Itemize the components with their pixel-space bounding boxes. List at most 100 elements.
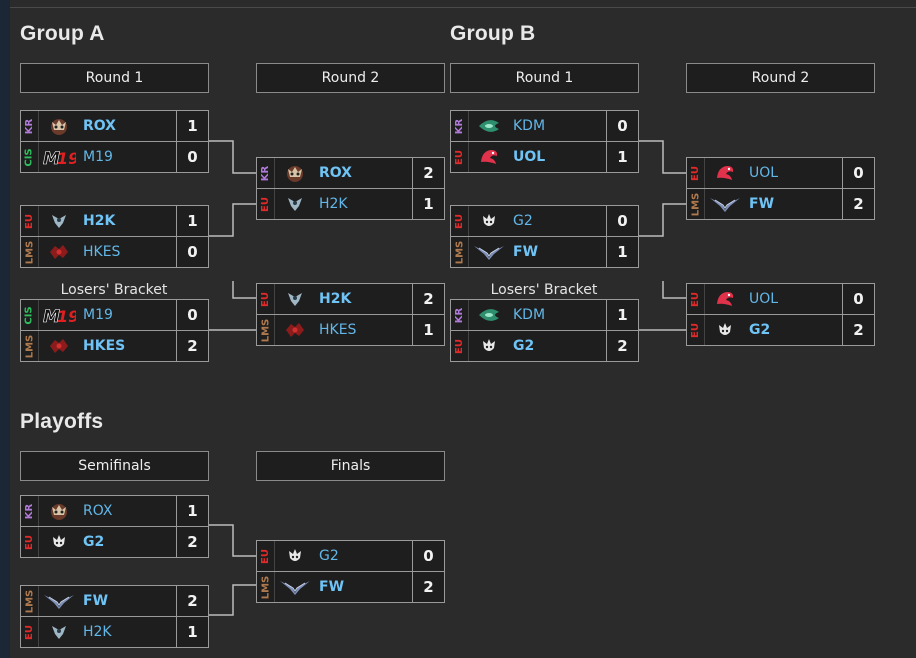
semifinals-header: Semifinals <box>20 451 209 481</box>
team-name-link[interactable]: HKES <box>83 244 121 260</box>
region-tag: EU <box>21 206 39 236</box>
region-tag: LMS <box>257 315 275 345</box>
region-tag: EU <box>687 315 705 345</box>
team-name-link[interactable]: ROX <box>319 165 352 181</box>
group-b-losers-label: Losers' Bracket <box>490 282 598 298</box>
group-b-title: Group B <box>450 22 536 45</box>
g2-logo-icon <box>39 527 79 557</box>
region-tag: LMS <box>451 237 469 267</box>
team-name-link[interactable]: G2 <box>83 534 105 550</box>
region-tag: LMS <box>21 586 39 616</box>
team-row: EU G2 2 <box>450 330 639 362</box>
region-tag: CIS <box>21 142 39 172</box>
team-name-link[interactable]: G2 <box>319 548 339 564</box>
team-score: 0 <box>842 284 874 314</box>
region-tag: EU <box>451 331 469 361</box>
team-name-link[interactable]: M19 <box>83 149 113 165</box>
team-name-link[interactable]: ROX <box>83 503 113 519</box>
team-score: 1 <box>176 617 208 647</box>
team-name-link[interactable]: FW <box>513 244 539 260</box>
team-row: EU G2 0 <box>450 205 639 237</box>
svg-text:M: M <box>43 307 60 325</box>
region-tag: EU <box>451 142 469 172</box>
fw-logo-icon <box>39 586 79 616</box>
region-tag: EU <box>21 527 39 557</box>
team-name-link[interactable]: H2K <box>319 291 352 307</box>
hkes-logo-icon <box>39 331 79 361</box>
team-name-link[interactable]: FW <box>83 593 109 609</box>
finals-header: Finals <box>256 451 445 481</box>
g2-logo-icon <box>705 315 745 345</box>
team-name-link[interactable]: HKES <box>83 338 126 354</box>
fw-logo-icon <box>705 189 745 219</box>
group-b-round2-header: Round 2 <box>686 63 875 93</box>
team-name-link[interactable]: FW <box>749 196 775 212</box>
team-name-link[interactable]: HKES <box>319 322 357 338</box>
uol-logo-icon <box>705 284 745 314</box>
team-score: 0 <box>412 541 444 571</box>
team-name-link[interactable]: M19 <box>83 307 113 323</box>
region-tag: CIS <box>21 300 39 330</box>
group-a-losers-match: CISM19M190LMSHKES2 <box>20 299 209 362</box>
team-name-link[interactable]: G2 <box>513 338 535 354</box>
team-score: 1 <box>176 111 208 141</box>
region-tag: EU <box>451 206 469 236</box>
team-score: 0 <box>176 237 208 267</box>
team-score: 1 <box>606 300 638 330</box>
team-score: 2 <box>606 331 638 361</box>
team-score: 2 <box>842 189 874 219</box>
region-tag: LMS <box>21 331 39 361</box>
team-name-link[interactable]: KDM <box>513 118 546 134</box>
uol-logo-icon <box>705 158 745 188</box>
team-score: 1 <box>176 496 208 526</box>
left-edge-strip <box>0 0 10 658</box>
team-name-link[interactable]: G2 <box>749 322 771 338</box>
team-name-link[interactable]: KDM <box>513 307 546 323</box>
svg-text:19: 19 <box>57 307 76 325</box>
team-name-link[interactable]: H2K <box>83 213 116 229</box>
team-score: 2 <box>412 284 444 314</box>
hkes-logo-icon <box>275 315 315 345</box>
team-name-link[interactable]: ROX <box>83 118 116 134</box>
team-row: CISM19M190 <box>20 299 209 331</box>
team-name-link[interactable]: UOL <box>749 291 779 307</box>
region-tag: EU <box>257 189 275 219</box>
team-name-link[interactable]: FW <box>319 579 345 595</box>
group-a-round2-header: Round 2 <box>256 63 445 93</box>
team-name-link[interactable]: G2 <box>513 213 533 229</box>
region-tag: LMS <box>687 189 705 219</box>
playoffs-title: Playoffs <box>20 410 104 433</box>
hkes-logo-icon <box>39 237 79 267</box>
team-name-link[interactable]: H2K <box>83 624 112 640</box>
region-tag: KR <box>257 158 275 188</box>
team-name-link[interactable]: H2K <box>319 196 348 212</box>
team-name-link[interactable]: UOL <box>513 149 546 165</box>
region-tag: KR <box>451 300 469 330</box>
team-name-link[interactable]: UOL <box>749 165 779 181</box>
group-a-round1-match-1: KRROX1CISM19M190 <box>20 110 209 173</box>
team-score: 0 <box>606 206 638 236</box>
team-row: LMS HKES 1 <box>256 314 445 346</box>
team-score: 1 <box>412 315 444 345</box>
team-score: 0 <box>176 142 208 172</box>
team-score: 0 <box>606 111 638 141</box>
